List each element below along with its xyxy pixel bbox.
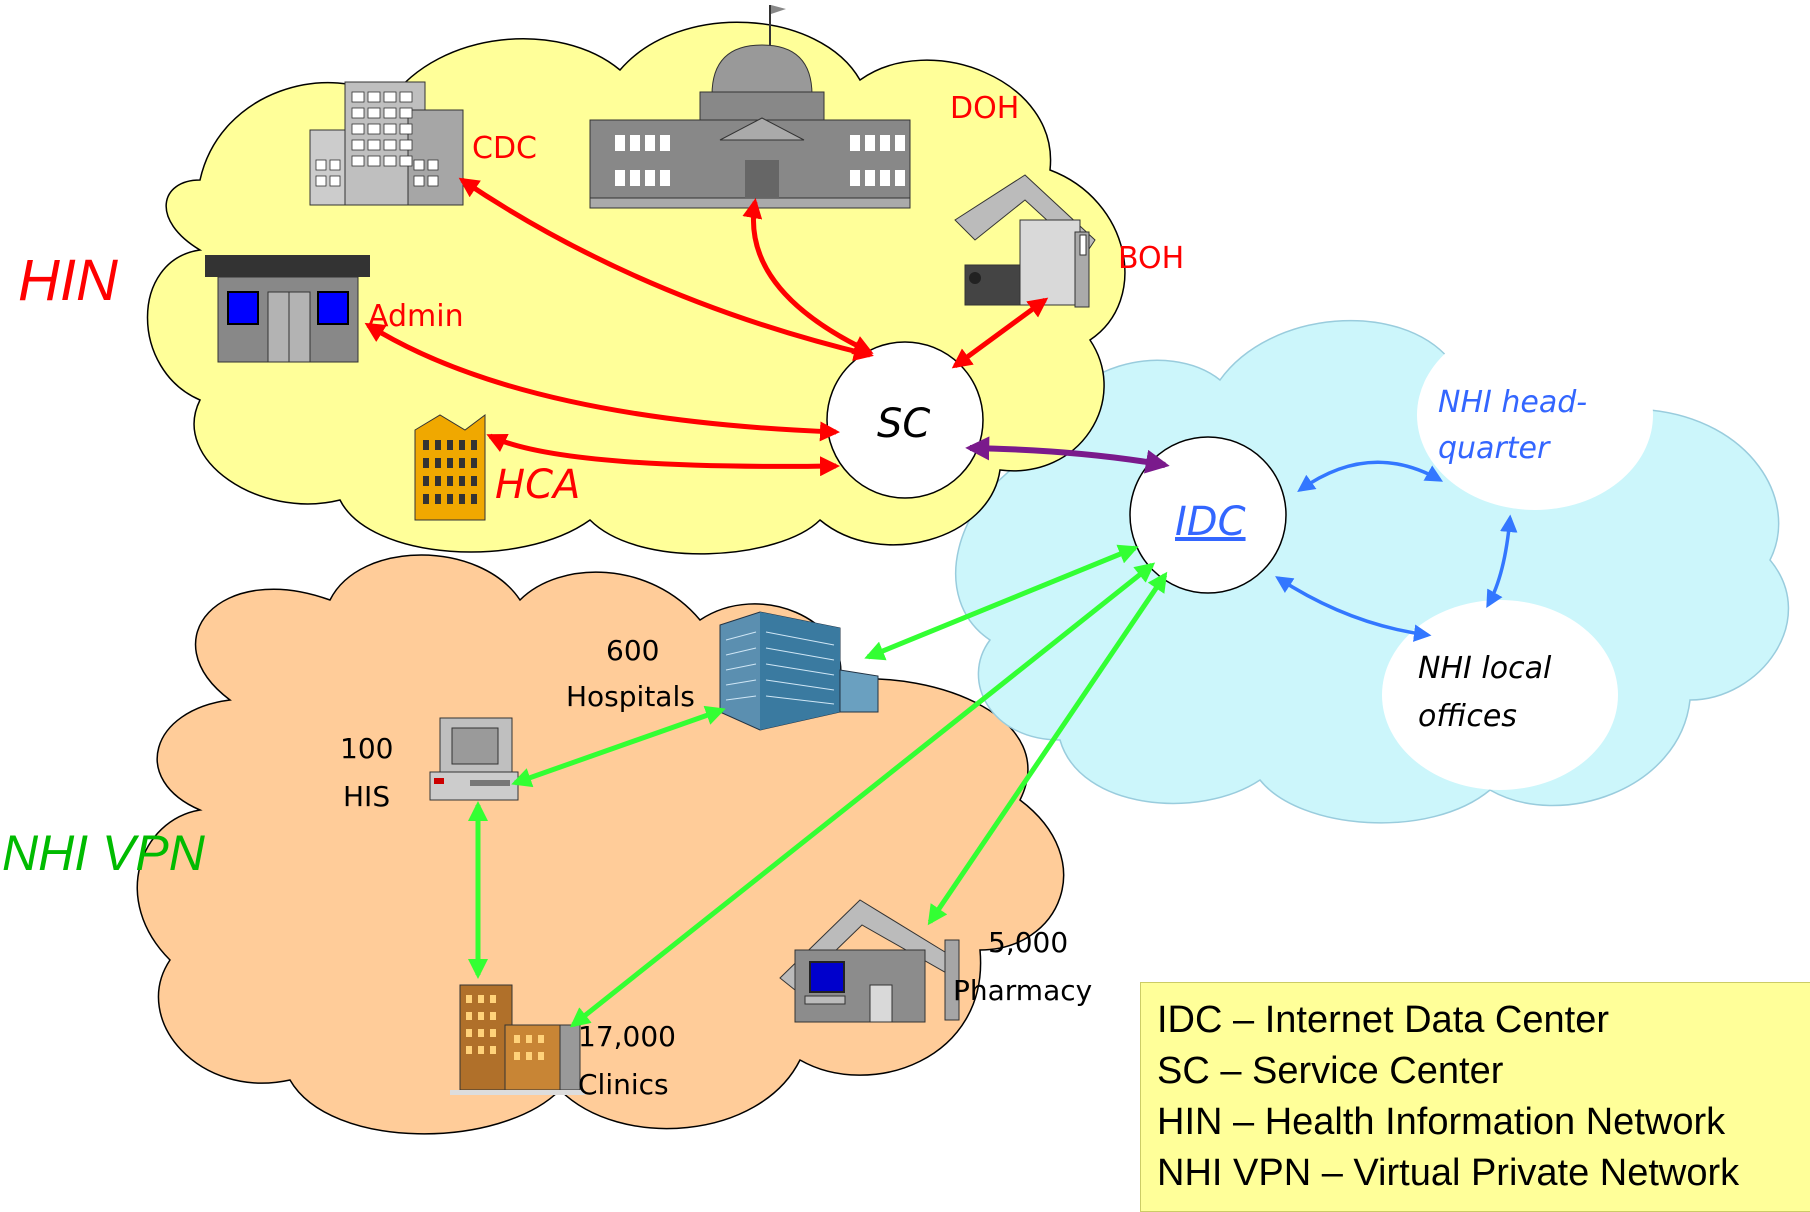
doh-label: DOH [950, 91, 1019, 126]
his-computer-icon [429, 717, 519, 801]
nhi-hq-label-line1: NHI head- [1438, 385, 1587, 420]
arrow-hq-local [1486, 514, 1518, 609]
clinics-building-icon [450, 984, 585, 1095]
idc-label: IDC [1175, 499, 1246, 545]
pharmacy-count: 5,000 [988, 926, 1068, 959]
vpn-arrows [468, 544, 1168, 1028]
hin-cloud-label: HIN [18, 248, 118, 313]
cdc-label: CDC [472, 131, 537, 166]
hca-label: HCA [495, 462, 580, 508]
his-label: HIS [343, 780, 390, 813]
idc-node[interactable] [1129, 436, 1287, 594]
arrow-idc-pharmacy [927, 571, 1168, 926]
hospitals-count: 600 [606, 634, 659, 667]
arrow-idc-hq [1297, 460, 1444, 493]
legend-item-hin: HIN – Health Information Network [1157, 1101, 1726, 1143]
admin-label: Admin [368, 299, 464, 334]
legend-item-vpn: NHI VPN – Virtual Private Network [1157, 1152, 1740, 1194]
vpn-cloud-label: NHI VPN [2, 825, 206, 881]
arrow-sc-boh [951, 297, 1049, 369]
arrow-sc-doh [742, 198, 874, 355]
arrow-sc-hca [486, 433, 840, 477]
sc-label: SC [877, 401, 930, 447]
hospitals-label: Hospitals [566, 680, 695, 713]
arrow-sc-admin [364, 322, 840, 442]
boh-house-icon [954, 174, 1096, 308]
hca-building-icon [414, 414, 486, 521]
arrow-sc-idc [965, 436, 1170, 474]
nhi-local-label-line2: offices [1418, 699, 1517, 734]
clinics-label: Clinics [578, 1068, 669, 1101]
boh-label: BOH [1118, 241, 1184, 276]
nhi-local-label-line1: NHI local [1418, 651, 1552, 686]
hospital-building-icon [719, 611, 879, 731]
clinics-count: 17,000 [578, 1020, 676, 1053]
legend-box: IDC – Internet Data Center SC – Service … [1140, 982, 1810, 1212]
arrow-idc-local [1275, 576, 1432, 642]
legend-item-sc: SC – Service Center [1157, 1050, 1504, 1092]
admin-building-icon [205, 255, 370, 363]
legend-item-idc: IDC – Internet Data Center [1157, 999, 1609, 1041]
cdc-building-icon [309, 81, 464, 206]
network-diagram: HIN NHI VPN CDC DOH BOH Admin HCA SC IDC… [2, 5, 1790, 1135]
arrow-hospitals-his [511, 705, 726, 788]
nhi-arrows [1275, 460, 1518, 642]
hin-arrows [364, 177, 1049, 477]
pharmacy-label: Pharmacy [953, 974, 1092, 1007]
his-count: 100 [340, 732, 393, 765]
nhi-hq-bubble [1417, 320, 1653, 510]
nhi-hq-label-line2: quarter [1438, 431, 1551, 466]
nhi-local-bubble [1382, 600, 1618, 790]
